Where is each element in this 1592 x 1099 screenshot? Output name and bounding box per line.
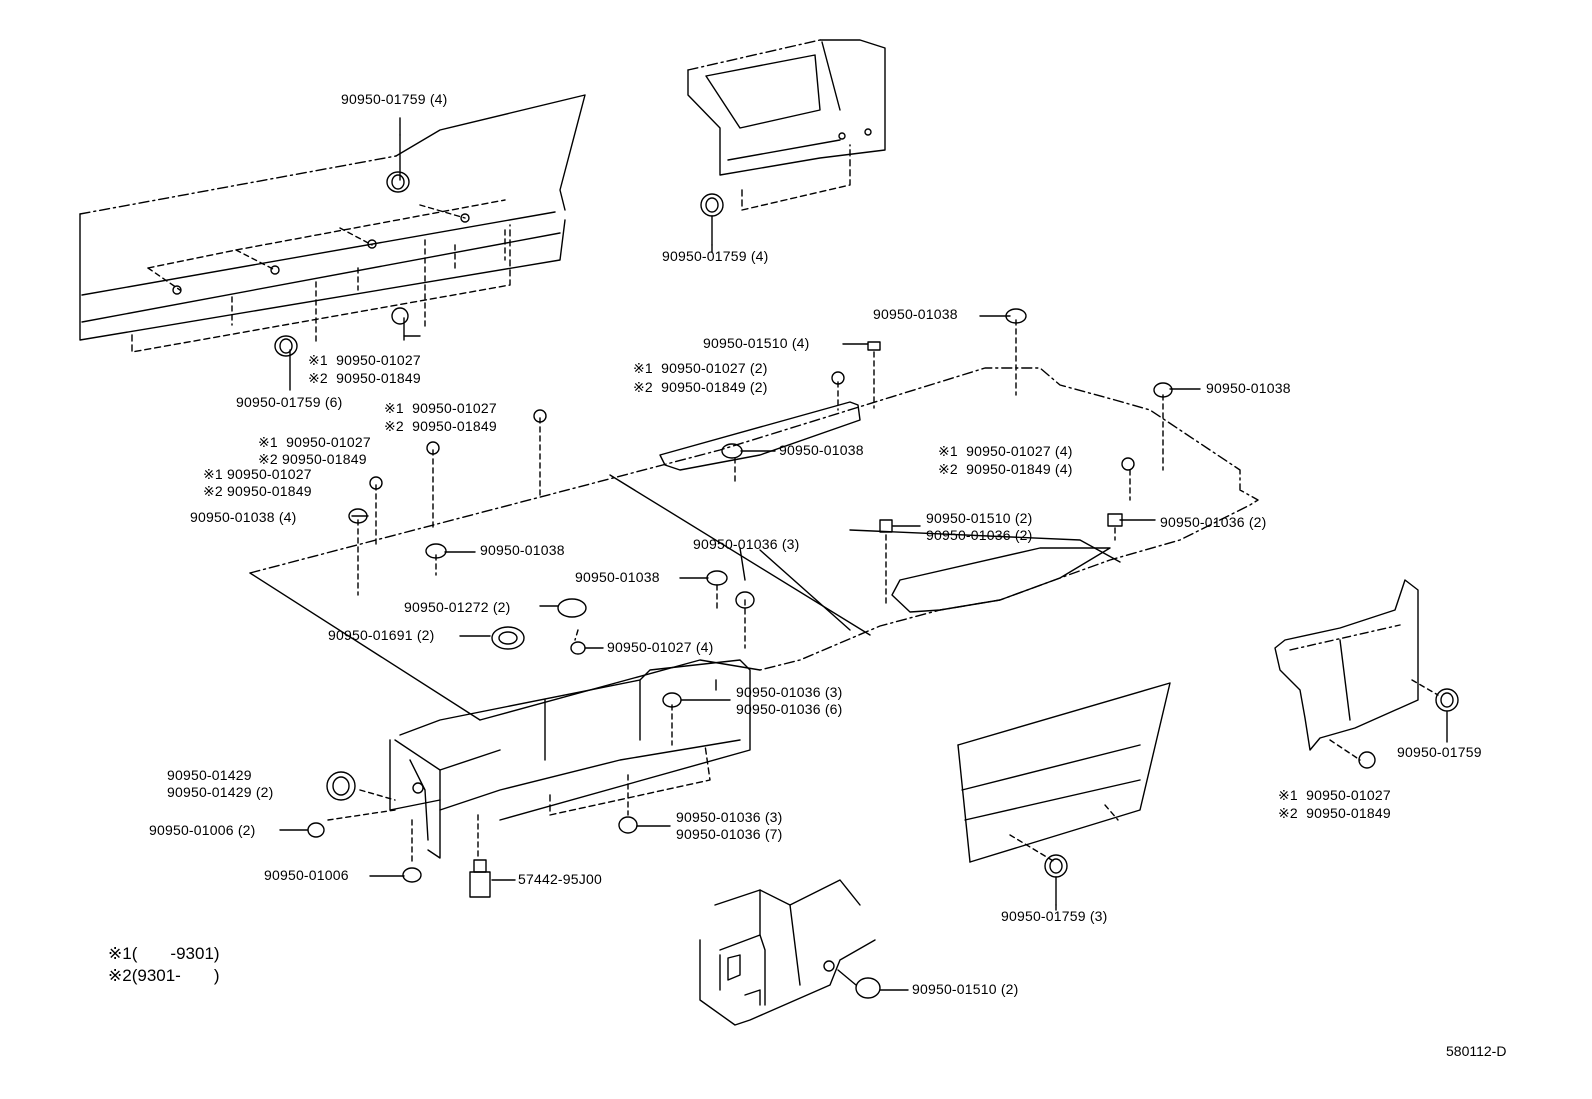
part-label: ※2 90950-01849 (2) — [633, 379, 768, 395]
part-label: 90950-01510 (4) — [703, 335, 810, 351]
part-label: ※2 90950-01849 (4) — [938, 461, 1073, 477]
part-label: 90950-01036 (3) — [736, 684, 843, 700]
part-label: 90950-01036 (3) — [693, 536, 800, 552]
floor-panel — [249, 367, 1259, 859]
part-label: ※1 90950-01027 — [258, 434, 371, 450]
part-label: 90950-01038 — [873, 306, 958, 322]
footnote-1: ※1( -9301) — [108, 944, 220, 963]
part-label: 90950-01038 — [480, 542, 565, 558]
rear-side-panel — [957, 682, 1171, 906]
part-label: 57442-95J00 — [518, 871, 602, 887]
part-label: ※1 90950-01027 (2) — [633, 360, 768, 376]
part-label: 90950-01036 (7) — [676, 826, 783, 842]
leader-lines — [327, 319, 1164, 866]
part-label: 90950-01036 (3) — [676, 809, 783, 825]
part-label: ※2 90950-01849 — [384, 418, 497, 434]
part-label: ※2 90950-01849 — [203, 483, 312, 499]
part-label: 90950-01036 (2) — [1160, 514, 1267, 530]
label-pointers — [279, 315, 1201, 881]
part-label: 90950-01006 — [264, 867, 349, 883]
diagram-code: 580112-D — [1446, 1043, 1507, 1059]
part-label: ※1 90950-01027 (4) — [938, 443, 1073, 459]
left-side-panel — [79, 94, 586, 391]
part-label: 90950-01429 (2) — [167, 784, 274, 800]
part-label: 90950-01027 (4) — [607, 639, 714, 655]
part-label: 90950-01759 (3) — [1001, 908, 1108, 924]
part-label: 90950-01510 (2) — [926, 510, 1033, 526]
part-label: 90950-01038 — [779, 442, 864, 458]
part-label: 90950-01510 (2) — [912, 981, 1019, 997]
fastener-icons — [307, 308, 1173, 898]
part-label: 90950-01759 (6) — [236, 394, 343, 410]
clip-icons-left — [274, 171, 410, 357]
clip-holes — [172, 213, 470, 295]
part-label: ※1 90950-01027 — [203, 466, 312, 482]
part-label: ※1 90950-01027 — [308, 352, 421, 368]
footnote-2: ※2(9301- ) — [108, 966, 220, 985]
part-label: ※2 90950-01849 — [258, 451, 367, 467]
part-label: 90950-01272 (2) — [404, 599, 511, 615]
part-label: 90950-01759 (4) — [341, 91, 448, 107]
frame-detail — [699, 879, 909, 1026]
part-label: 90950-01036 (2) — [926, 527, 1033, 543]
part-label: 90950-01038 — [1206, 380, 1291, 396]
part-label: ※1 90950-01027 — [1278, 787, 1391, 803]
top-label-pointers — [399, 117, 1448, 911]
part-label: 90950-01759 (4) — [662, 248, 769, 264]
part-label: 90950-01429 — [167, 767, 252, 783]
part-label: 90950-01691 (2) — [328, 627, 435, 643]
part-label: 90950-01038 — [575, 569, 660, 585]
part-label: ※2 90950-01849 — [308, 370, 421, 386]
part-label: 90950-01038 (4) — [190, 509, 297, 525]
part-label: 90950-01759 — [1397, 744, 1482, 760]
top-center-panel — [687, 39, 886, 246]
part-label: 90950-01006 (2) — [149, 822, 256, 838]
part-label: ※2 90950-01849 — [1278, 805, 1391, 821]
part-label: 90950-01036 (6) — [736, 701, 843, 717]
right-quarter-panel — [1274, 579, 1459, 769]
part-label: ※1 90950-01027 — [384, 400, 497, 416]
